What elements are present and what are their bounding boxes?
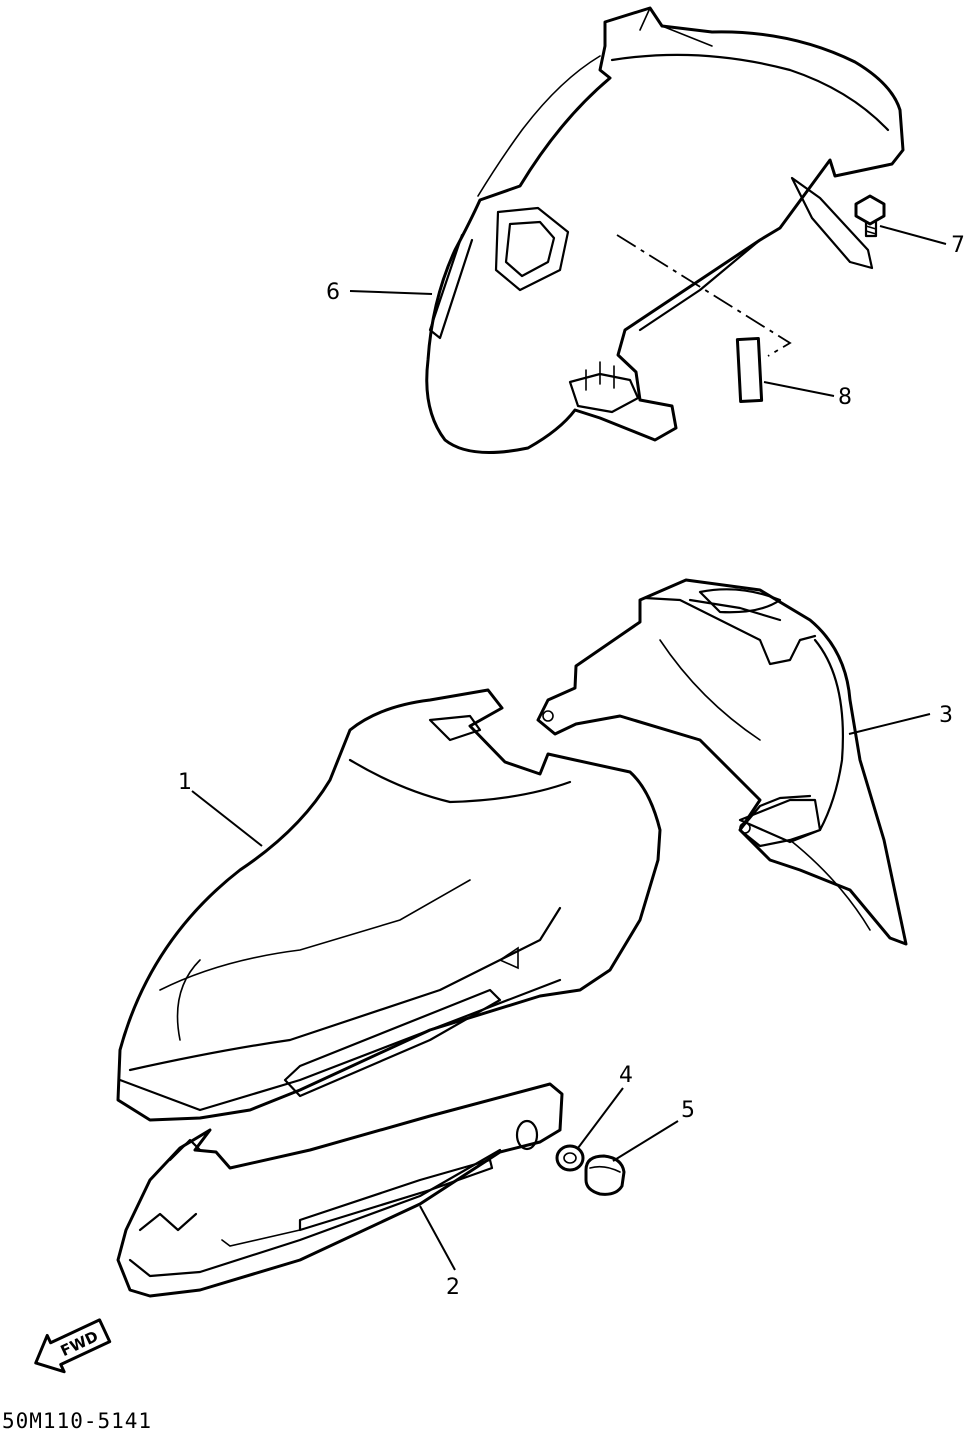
part-1-front-fender	[116, 688, 662, 1122]
part-6-rear-fender	[425, 6, 905, 454]
callout-4: 4	[619, 1063, 633, 1088]
drawing-code: 50M110-5141	[2, 1409, 152, 1430]
part-5-cap	[584, 1154, 626, 1196]
part-3-inner-fender	[536, 578, 908, 946]
leader-4	[577, 1087, 624, 1149]
callout-5: 5	[681, 1098, 695, 1123]
leader-8	[763, 381, 835, 397]
part-2-trim-strip	[116, 1082, 564, 1298]
callout-8: 8	[838, 385, 852, 410]
callout-3: 3	[939, 703, 953, 728]
leader-7	[879, 225, 947, 245]
leader-3	[848, 713, 931, 735]
callout-2: 2	[446, 1275, 460, 1300]
fwd-arrow-icon: FWD	[34, 1318, 112, 1374]
callout-1: 1	[178, 770, 192, 795]
leader-1	[191, 790, 263, 847]
part-7-bolt	[854, 194, 886, 238]
leader-5	[612, 1120, 679, 1162]
leader-6	[349, 290, 433, 295]
leader-lines	[191, 225, 947, 1271]
callouts: 1 2 3 4 5 6 7 8	[178, 233, 965, 1300]
part-8-label	[616, 234, 792, 403]
leader-2	[419, 1205, 456, 1271]
callout-7: 7	[951, 233, 965, 258]
part-4-washer	[555, 1144, 585, 1172]
callout-6: 6	[326, 280, 340, 305]
